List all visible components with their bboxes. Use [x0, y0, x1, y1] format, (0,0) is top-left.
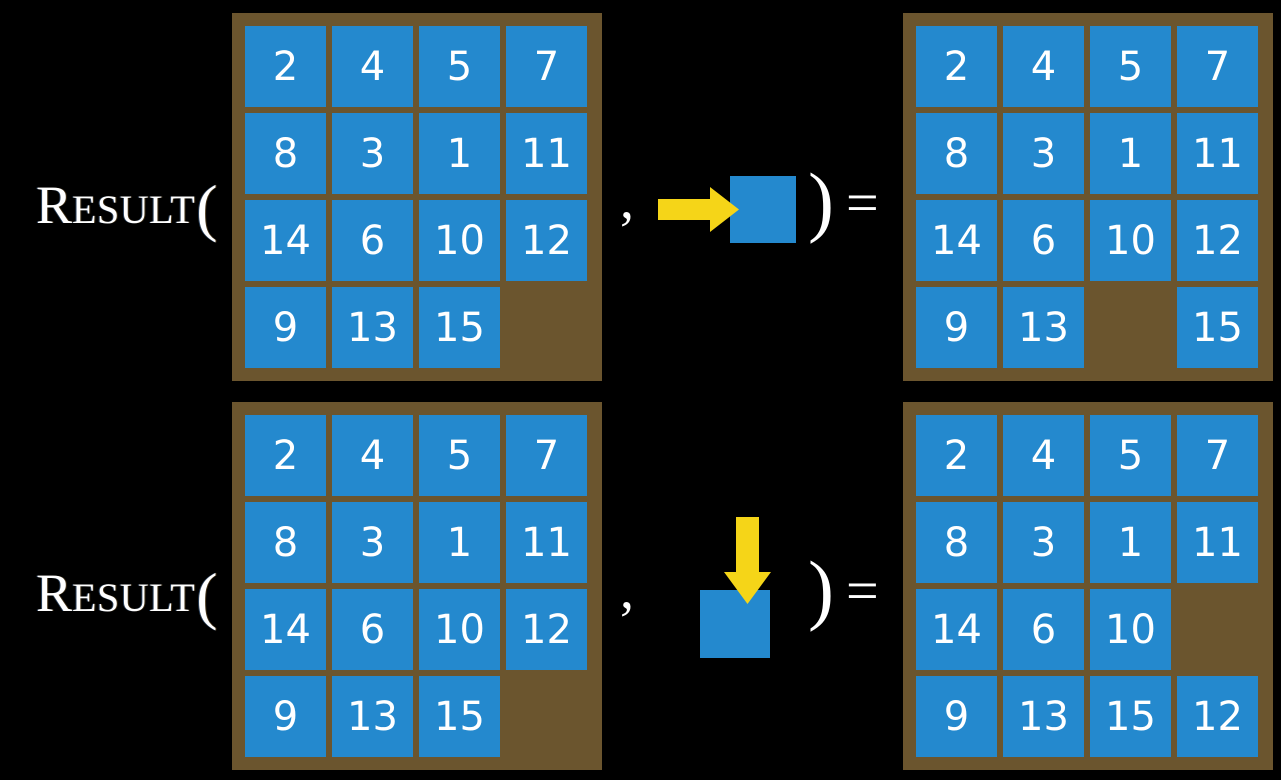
arrow-right-icon	[658, 187, 739, 232]
tile[interactable]: 8	[245, 113, 326, 194]
tile-grid: 2 4 5 7 8 3 1 11 14 6 10 12 9 13 15	[245, 26, 589, 368]
tile[interactable]: 12	[1177, 200, 1258, 281]
empty-slot[interactable]	[506, 287, 587, 368]
tile[interactable]: 11	[506, 502, 587, 583]
argument-separator-comma-row-1: ,	[620, 169, 634, 231]
tile[interactable]: 5	[419, 415, 500, 496]
tile[interactable]: 6	[332, 200, 413, 281]
tile[interactable]: 4	[1003, 415, 1084, 496]
tile[interactable]: 2	[916, 26, 997, 107]
result-label-rest: ESULT	[72, 187, 196, 232]
result-label-initial: R	[36, 563, 73, 623]
tile[interactable]: 7	[506, 415, 587, 496]
tile[interactable]: 2	[916, 415, 997, 496]
tile[interactable]: 10	[419, 200, 500, 281]
tile[interactable]: 1	[1090, 113, 1171, 194]
tile[interactable]: 15	[1177, 287, 1258, 368]
tile[interactable]: 9	[245, 676, 326, 757]
open-paren: (	[196, 172, 218, 243]
tile[interactable]: 7	[1177, 26, 1258, 107]
tile[interactable]: 2	[245, 415, 326, 496]
tile[interactable]: 14	[245, 200, 326, 281]
result-function-label-row-2: RESULT(	[36, 558, 218, 628]
tile[interactable]: 4	[332, 26, 413, 107]
output-board-row-2[interactable]: 2 4 5 7 8 3 1 11 14 6 10 9 13 15 12	[903, 402, 1273, 770]
tile[interactable]: 15	[419, 287, 500, 368]
empty-slot[interactable]	[506, 676, 587, 757]
output-board-row-1[interactable]: 2 4 5 7 8 3 1 11 14 6 10 12 9 13 15	[903, 13, 1273, 381]
tile[interactable]: 6	[1003, 200, 1084, 281]
input-board-row-1[interactable]: 2 4 5 7 8 3 1 11 14 6 10 12 9 13 15	[232, 13, 602, 381]
close-paren-row-2: )	[808, 545, 834, 632]
tile[interactable]: 9	[916, 287, 997, 368]
result-label-rest: ESULT	[72, 575, 196, 620]
move-tile-square[interactable]	[700, 590, 770, 658]
tile[interactable]: 4	[1003, 26, 1084, 107]
tile[interactable]: 12	[506, 589, 587, 670]
equals-sign-row-2: =	[846, 558, 879, 623]
close-paren-row-1: )	[808, 157, 834, 244]
tile[interactable]: 3	[1003, 502, 1084, 583]
tile[interactable]: 10	[1090, 589, 1171, 670]
tile[interactable]: 8	[916, 502, 997, 583]
tile[interactable]: 5	[1090, 415, 1171, 496]
tile[interactable]: 1	[419, 113, 500, 194]
tile[interactable]: 14	[245, 589, 326, 670]
input-board-row-2[interactable]: 2 4 5 7 8 3 1 11 14 6 10 12 9 13 15	[232, 402, 602, 770]
tile[interactable]: 9	[916, 676, 997, 757]
empty-slot[interactable]	[1177, 589, 1258, 670]
tile[interactable]: 1	[1090, 502, 1171, 583]
tile[interactable]: 11	[506, 113, 587, 194]
arrow-down-icon	[724, 517, 771, 604]
tile[interactable]: 12	[506, 200, 587, 281]
tile[interactable]: 14	[916, 200, 997, 281]
tile[interactable]: 6	[332, 589, 413, 670]
tile[interactable]: 14	[916, 589, 997, 670]
tile[interactable]: 11	[1177, 502, 1258, 583]
tile[interactable]: 2	[245, 26, 326, 107]
tile[interactable]: 13	[1003, 287, 1084, 368]
tile[interactable]: 5	[1090, 26, 1171, 107]
tile[interactable]: 11	[1177, 113, 1258, 194]
tile[interactable]: 8	[916, 113, 997, 194]
tile[interactable]: 15	[1090, 676, 1171, 757]
tile[interactable]: 10	[1090, 200, 1171, 281]
tile[interactable]: 7	[506, 26, 587, 107]
open-paren: (	[196, 560, 218, 631]
equals-sign-row-1: =	[846, 170, 879, 235]
tile[interactable]: 7	[1177, 415, 1258, 496]
tile[interactable]: 8	[245, 502, 326, 583]
tile[interactable]: 15	[419, 676, 500, 757]
tile[interactable]: 4	[332, 415, 413, 496]
move-token-row-1[interactable]	[655, 170, 805, 250]
move-token-row-2[interactable]	[700, 515, 800, 665]
result-label-initial: R	[36, 175, 73, 235]
tile-grid: 2 4 5 7 8 3 1 11 14 6 10 12 9 13 15	[245, 415, 589, 757]
tile[interactable]: 13	[332, 287, 413, 368]
tile[interactable]: 1	[419, 502, 500, 583]
tile[interactable]: 3	[332, 502, 413, 583]
argument-separator-comma-row-2: ,	[620, 559, 634, 621]
tile[interactable]: 13	[332, 676, 413, 757]
tile-grid: 2 4 5 7 8 3 1 11 14 6 10 9 13 15 12	[916, 415, 1260, 757]
tile[interactable]: 10	[419, 589, 500, 670]
empty-slot[interactable]	[1090, 287, 1171, 368]
tile-grid: 2 4 5 7 8 3 1 11 14 6 10 12 9 13 15	[916, 26, 1260, 368]
result-function-label-row-1: RESULT(	[36, 170, 218, 240]
tile[interactable]: 5	[419, 26, 500, 107]
move-tile-square[interactable]	[730, 176, 796, 243]
tile[interactable]: 3	[1003, 113, 1084, 194]
tile[interactable]: 12	[1177, 676, 1258, 757]
tile[interactable]: 6	[1003, 589, 1084, 670]
tile[interactable]: 3	[332, 113, 413, 194]
tile[interactable]: 9	[245, 287, 326, 368]
tile[interactable]: 13	[1003, 676, 1084, 757]
